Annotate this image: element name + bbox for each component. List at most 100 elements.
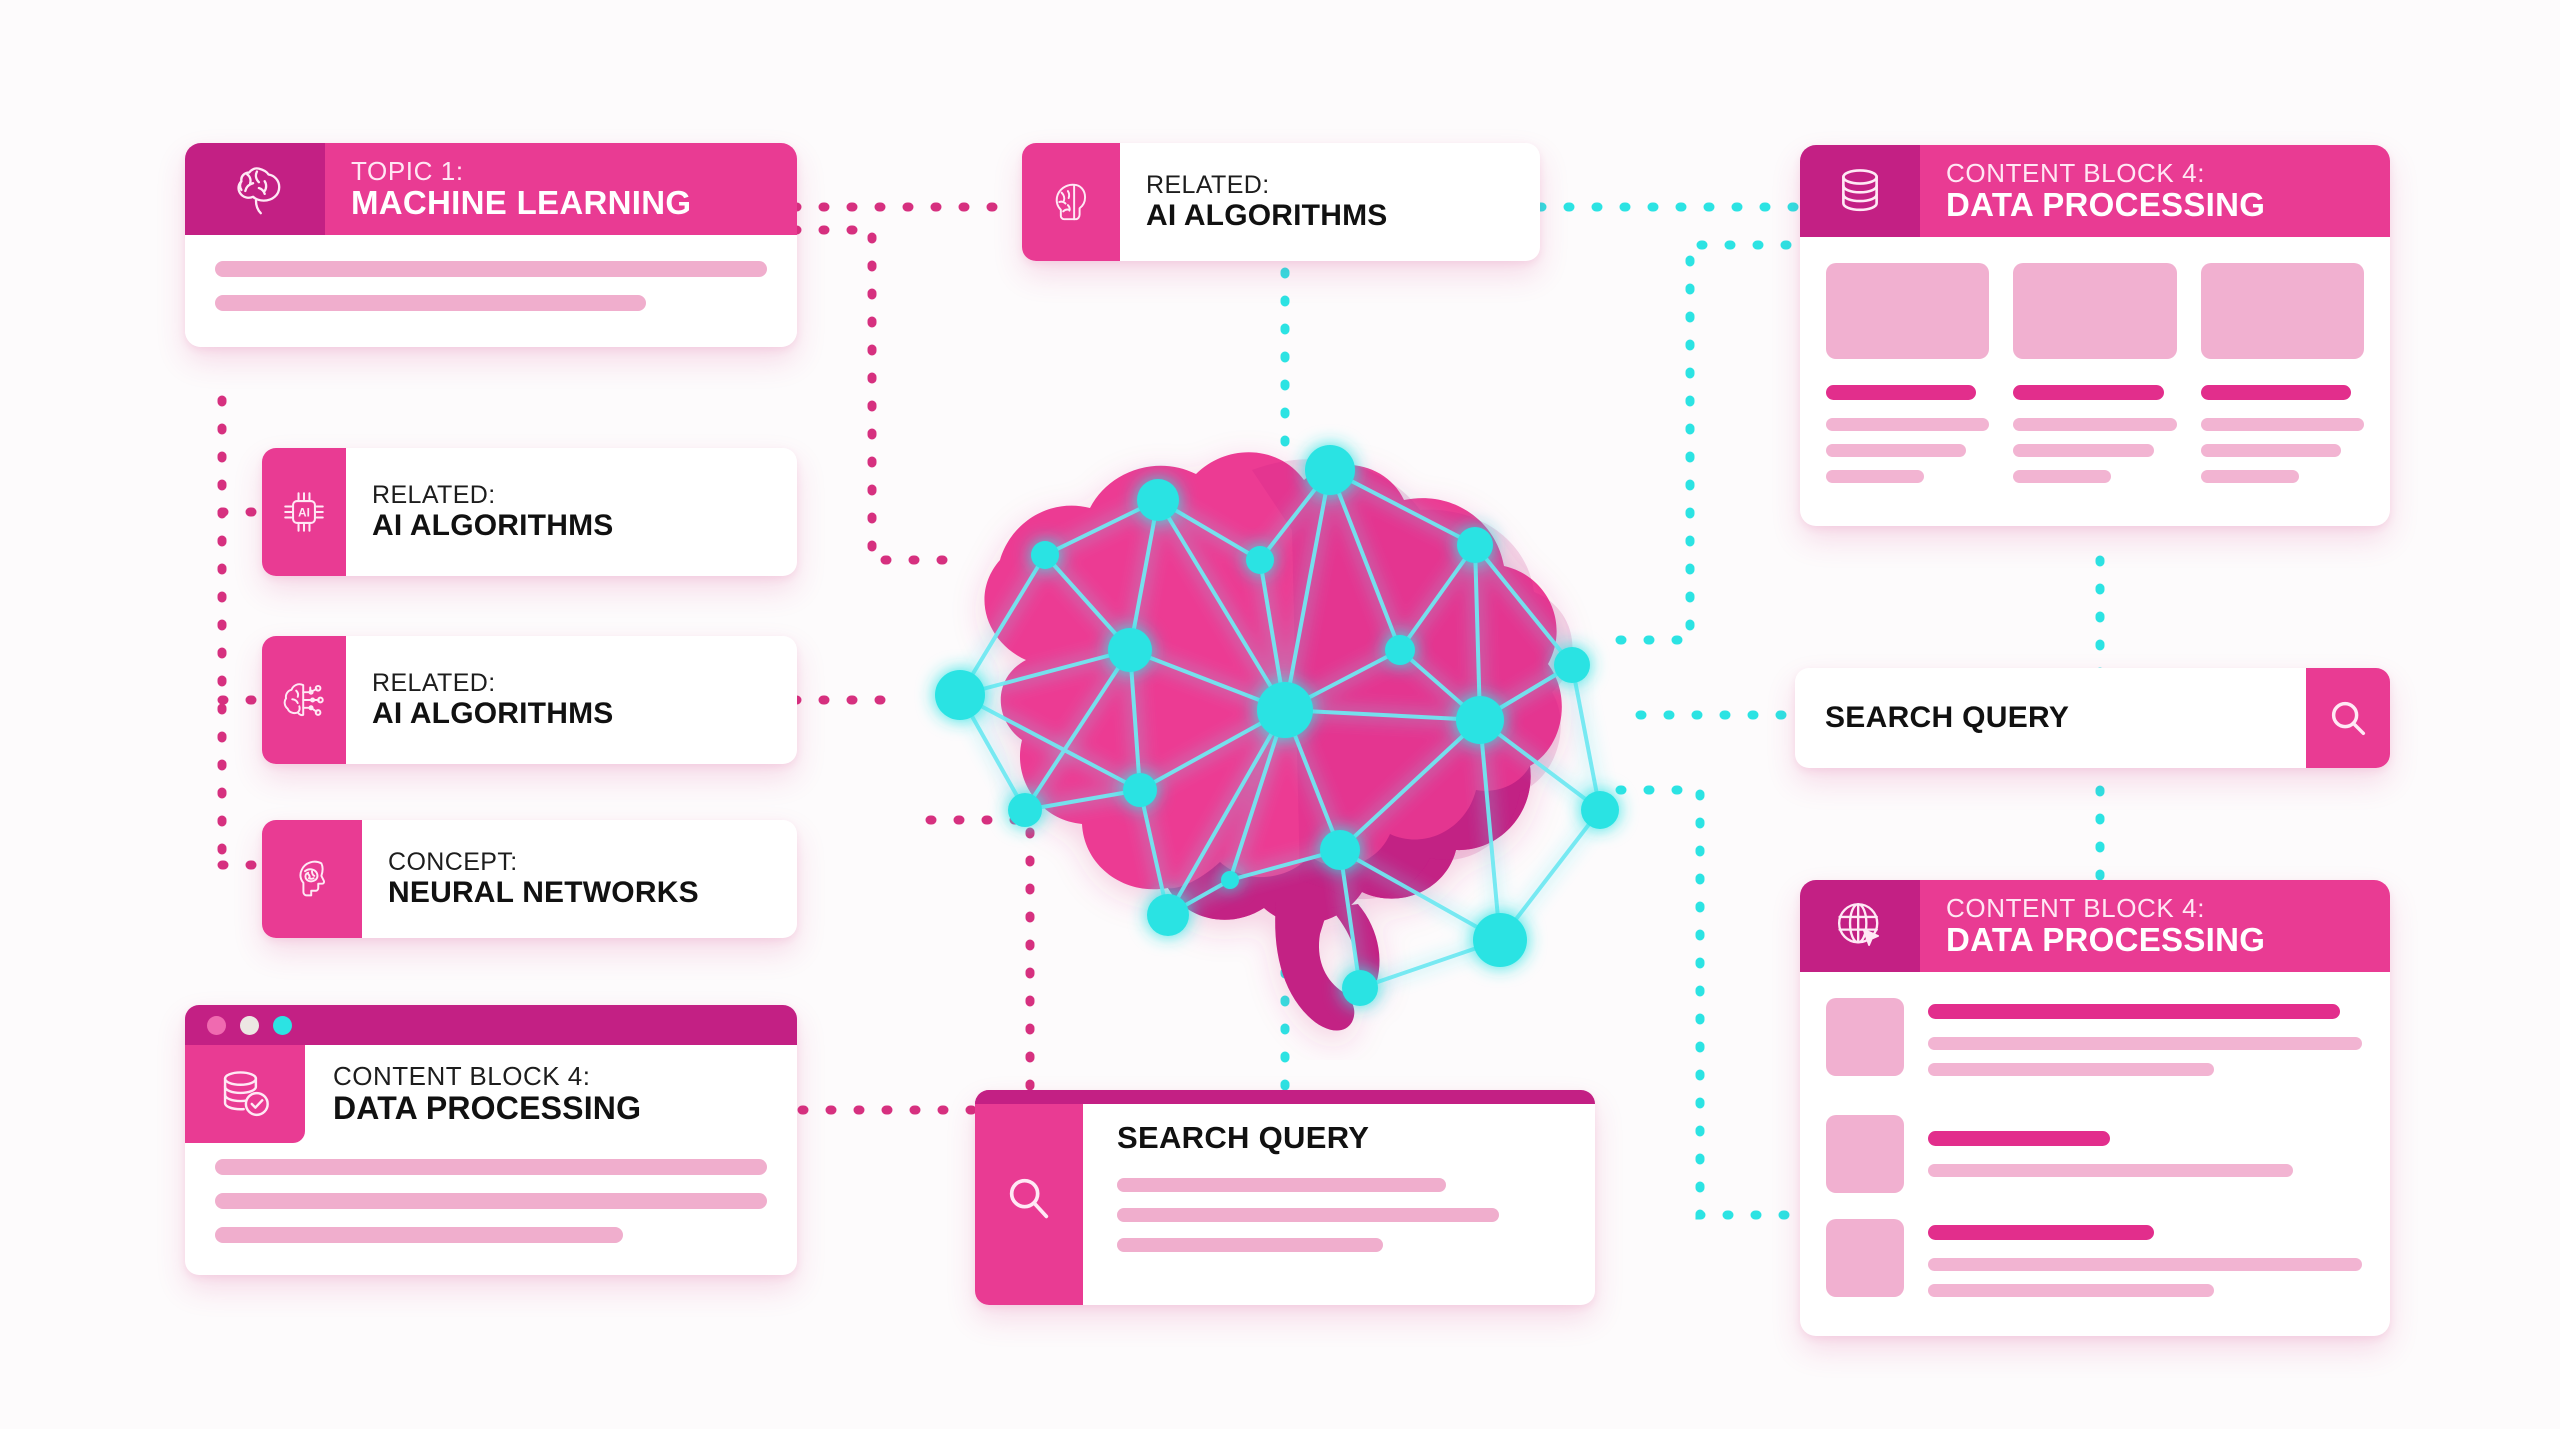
content-column (2013, 263, 2177, 496)
content-block-grid[interactable]: CONTENT BLOCK 4: DATA PROCESSING (1800, 145, 2390, 526)
topic-card[interactable]: TOPIC 1: MACHINE LEARNING (185, 143, 797, 347)
placeholder-line (2013, 444, 2154, 457)
thumbnail-placeholder (1826, 1219, 1904, 1297)
content-block-grid-body (1800, 237, 2390, 526)
content-block-headline: DATA PROCESSING (1946, 185, 2266, 223)
window-dot-close[interactable] (207, 1015, 226, 1035)
browser-window-card[interactable]: CONTENT BLOCK 4: DATA PROCESSING (185, 1005, 797, 1275)
ai-chip-icon: AI (262, 448, 346, 576)
placeholder-bar (1117, 1208, 1499, 1222)
content-column (2200, 263, 2364, 496)
placeholder-line (1928, 1063, 2215, 1076)
topic-card-body (185, 235, 797, 347)
search-icon[interactable] (975, 1090, 1083, 1305)
browser-card-header: CONTENT BLOCK 4: DATA PROCESSING (185, 1045, 797, 1143)
brain-icon (185, 143, 325, 235)
placeholder-bar (215, 1193, 767, 1209)
database-icon (1800, 145, 1920, 237)
content-block-headline: DATA PROCESSING (1946, 920, 2266, 958)
content-block-grid-header: CONTENT BLOCK 4: DATA PROCESSING (1800, 145, 2390, 237)
browser-card-titles: CONTENT BLOCK 4: DATA PROCESSING (305, 1045, 797, 1143)
placeholder-line (1928, 1225, 2154, 1240)
content-column (1826, 263, 1990, 496)
pill-kicker: RELATED: (372, 480, 496, 509)
browser-title-bar (185, 1005, 797, 1045)
placeholder-bar (1117, 1238, 1384, 1252)
content-block-list-header: CONTENT BLOCK 4: DATA PROCESSING (1800, 880, 2390, 972)
thumbnail-placeholder (1826, 263, 1990, 359)
topic-headline: MACHINE LEARNING (351, 183, 692, 221)
related-pill-text: RELATED: AI ALGORITHMS (346, 448, 797, 576)
content-block-grid-titles: CONTENT BLOCK 4: DATA PROCESSING (1920, 145, 2390, 237)
pill-headline: NEURAL NETWORKS (388, 876, 699, 910)
related-pill-text: RELATED: AI ALGORITHMS (346, 636, 797, 764)
list-item (1826, 1115, 2362, 1193)
svg-text:AI: AI (298, 507, 310, 520)
placeholder-bar (215, 261, 767, 277)
search-card-topbar (975, 1090, 1595, 1104)
related-pill-brain-circuit[interactable]: RELATED: AI ALGORITHMS (262, 636, 797, 764)
globe-cursor-icon (1800, 880, 1920, 972)
placeholder-line (1928, 1258, 2362, 1271)
thumbnail-placeholder (2013, 263, 2177, 359)
thumbnail-placeholder (1826, 1115, 1904, 1193)
content-block-kicker: CONTENT BLOCK 4: (1946, 157, 2206, 188)
placeholder-line (2200, 470, 2299, 483)
placeholder-line (1826, 444, 1967, 457)
search-bar[interactable]: SEARCH QUERY (1795, 668, 2390, 768)
browser-card-body (185, 1143, 797, 1275)
topic-card-titles: TOPIC 1: MACHINE LEARNING (325, 143, 797, 235)
pill-headline: AI ALGORITHMS (372, 509, 614, 543)
pill-kicker: RELATED: (372, 668, 496, 697)
search-bar-label[interactable]: SEARCH QUERY (1825, 701, 2070, 734)
related-pill-ai-chip[interactable]: AI RELATED: AI ALGORITHMS (262, 448, 797, 576)
thumbnail-placeholder (1826, 998, 1904, 1076)
head-profile-brain-icon (1022, 143, 1120, 261)
topic-kicker: TOPIC 1: (351, 155, 464, 186)
pill-headline: AI ALGORITHMS (372, 697, 614, 731)
placeholder-line (1928, 1037, 2362, 1050)
topic-card-header: TOPIC 1: MACHINE LEARNING (185, 143, 797, 235)
search-card-title: SEARCH QUERY (1117, 1120, 1370, 1155)
search-icon[interactable] (2306, 668, 2390, 768)
placeholder-line (1928, 1284, 2215, 1297)
center-related-pill[interactable]: RELATED: AI ALGORITHMS (1022, 143, 1540, 261)
placeholder-bar (1117, 1178, 1446, 1192)
placeholder-line (1928, 1164, 2293, 1177)
list-item (1826, 998, 2362, 1089)
center-pill-text: RELATED: AI ALGORITHMS (1120, 143, 1540, 261)
concept-pill-text: CONCEPT: NEURAL NETWORKS (362, 820, 797, 938)
concept-pill-neural-networks[interactable]: CONCEPT: NEURAL NETWORKS (262, 820, 797, 938)
placeholder-line (1826, 470, 1924, 483)
window-dot-minimize[interactable] (240, 1015, 259, 1035)
thumbnail-placeholder (2200, 263, 2364, 359)
search-query-card[interactable]: SEARCH QUERY (975, 1090, 1595, 1305)
placeholder-line (2013, 418, 2177, 431)
head-brain-icon (262, 820, 362, 938)
placeholder-line (2013, 470, 2112, 483)
placeholder-bar (215, 1227, 624, 1243)
window-dot-maximize[interactable] (273, 1015, 292, 1035)
search-card-body: SEARCH QUERY (1083, 1090, 1595, 1305)
placeholder-line (1928, 1131, 2111, 1146)
browser-headline: DATA PROCESSING (333, 1089, 642, 1126)
database-check-icon (185, 1045, 305, 1143)
placeholder-line (1826, 385, 1977, 400)
content-block-kicker: CONTENT BLOCK 4: (1946, 892, 2206, 923)
placeholder-line (2200, 385, 2351, 400)
neural-network-brain (935, 445, 1619, 1031)
brain-circuit-icon (262, 636, 346, 764)
content-block-list-body (1800, 972, 2390, 1336)
placeholder-line (1928, 1004, 2341, 1019)
content-block-list-titles: CONTENT BLOCK 4: DATA PROCESSING (1920, 880, 2390, 972)
pill-kicker: CONCEPT: (388, 847, 518, 876)
placeholder-bar (215, 1159, 767, 1175)
list-item (1826, 1219, 2362, 1310)
placeholder-line (1826, 418, 1990, 431)
placeholder-bar (215, 295, 646, 311)
pill-kicker: RELATED: (1146, 170, 1270, 199)
placeholder-line (2200, 444, 2342, 457)
placeholder-line (2013, 385, 2164, 400)
content-block-list[interactable]: CONTENT BLOCK 4: DATA PROCESSING (1800, 880, 2390, 1336)
